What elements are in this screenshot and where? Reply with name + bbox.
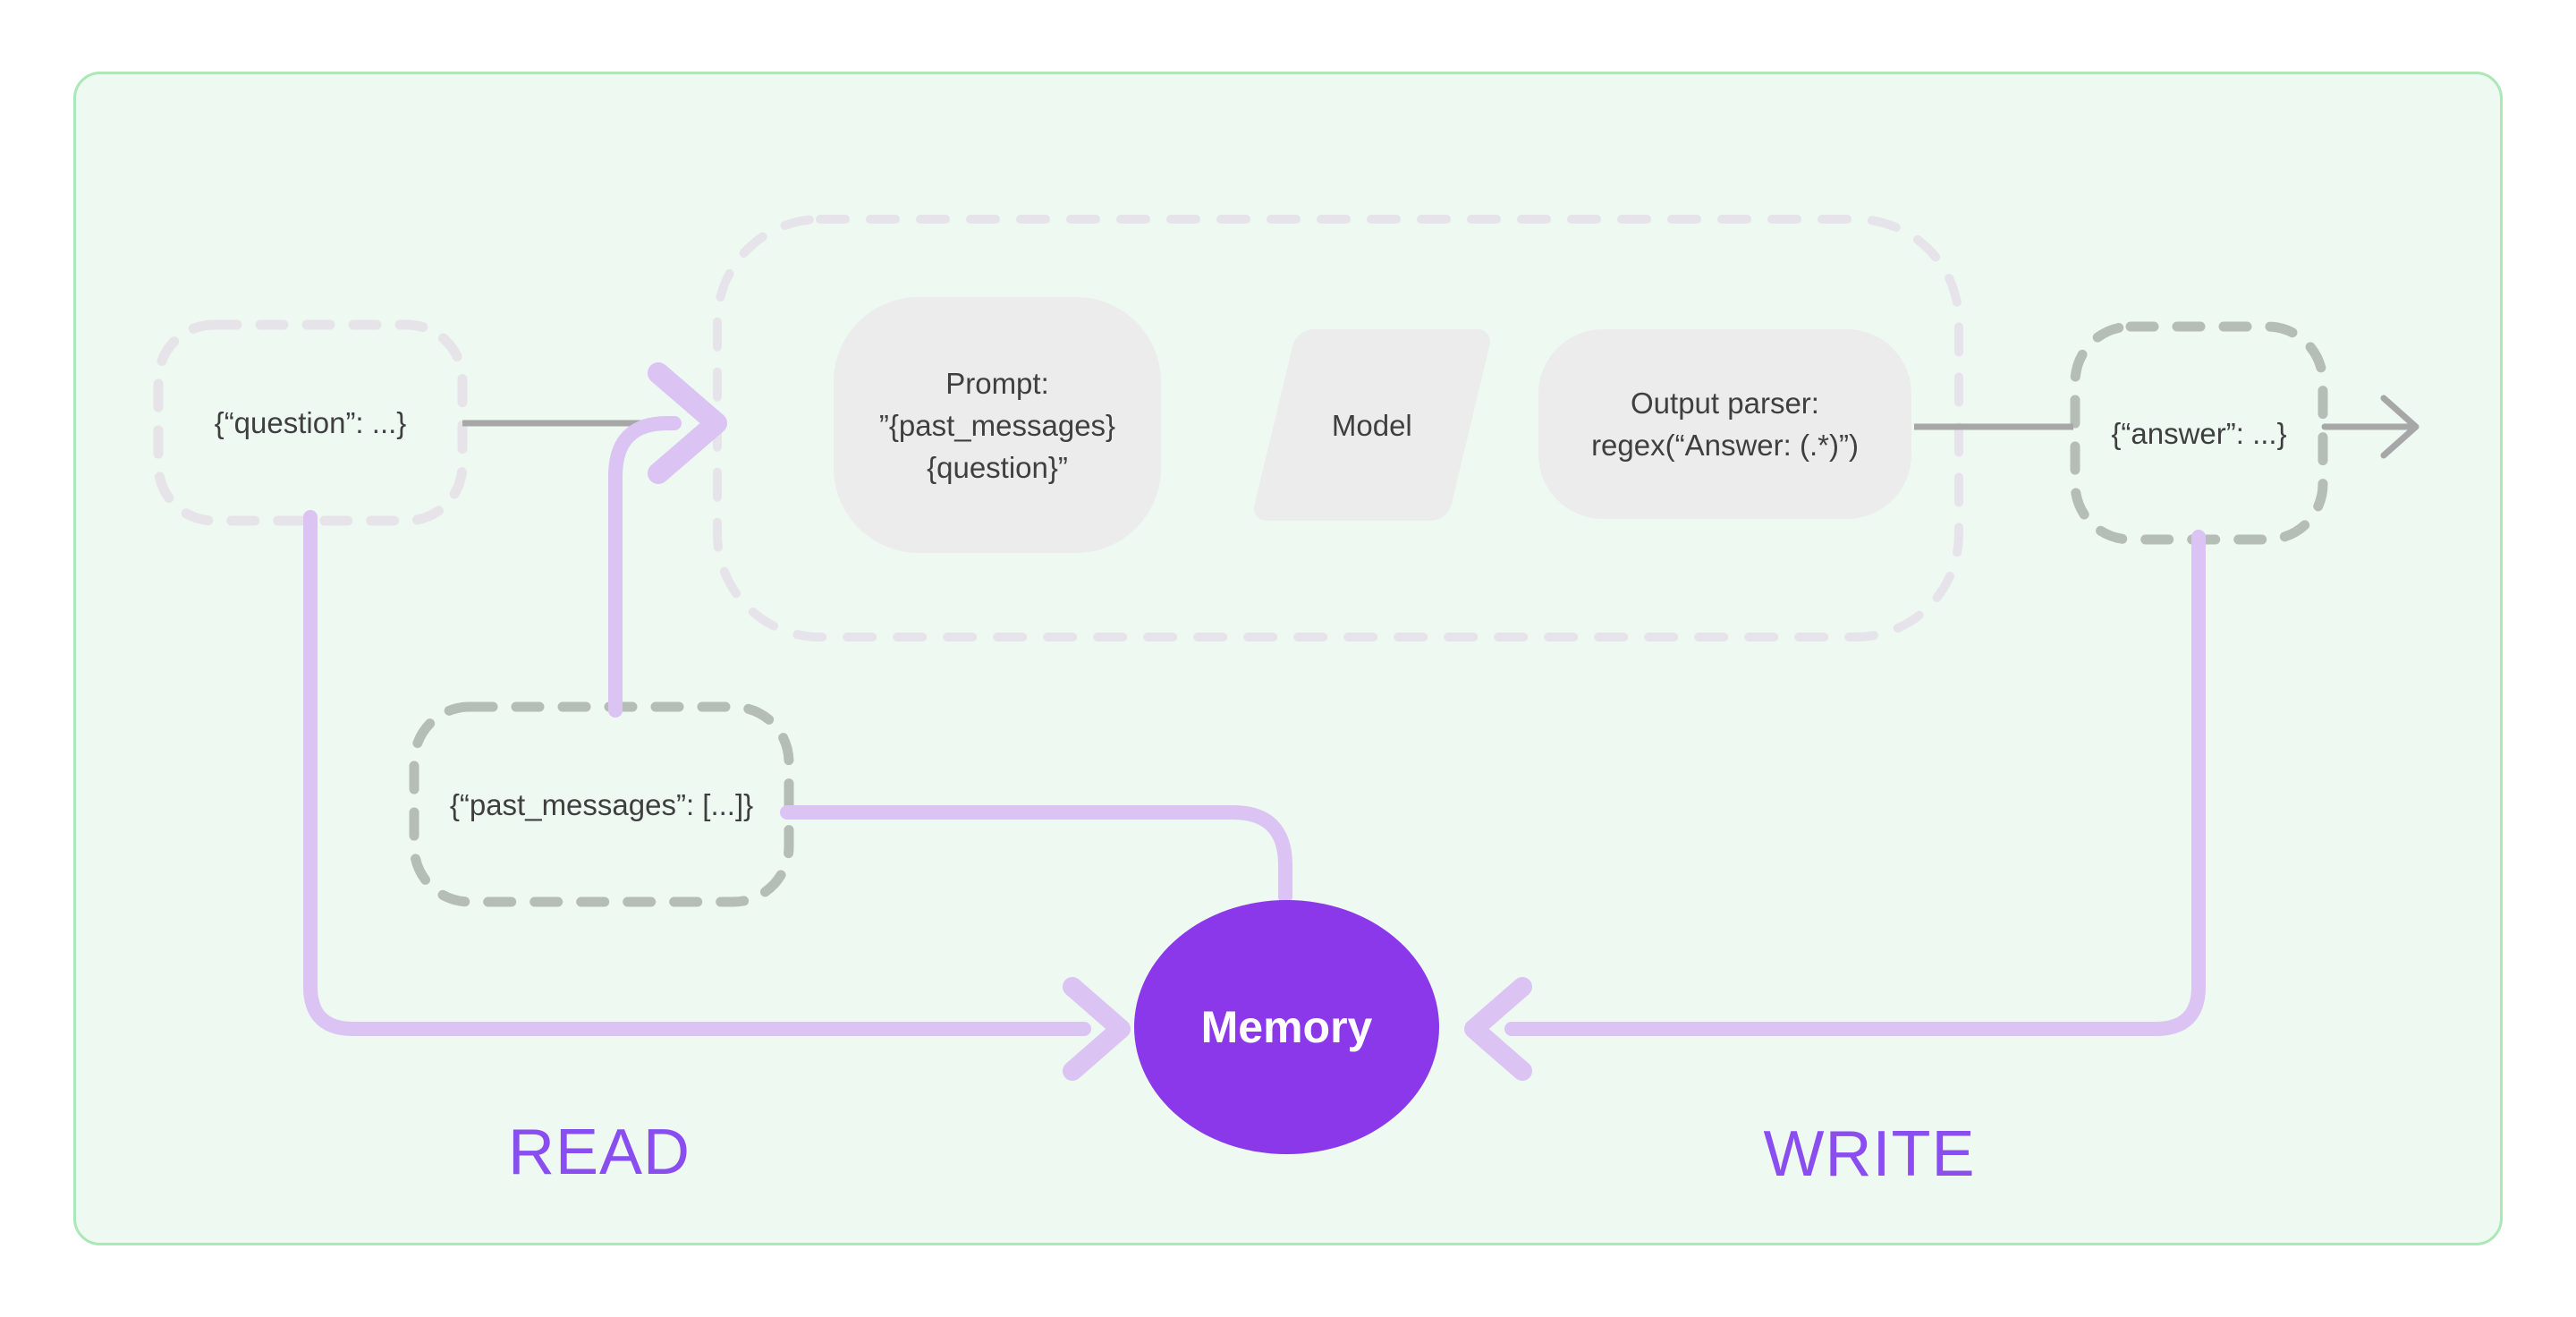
- question-to-memory-arrowhead: [1063, 977, 1131, 1081]
- question-node: {“question”: ...}: [158, 325, 462, 521]
- past-messages-node: {“past_messages”: [...]}: [414, 707, 789, 902]
- prompt-node-line: ”{past_messages}: [878, 408, 1116, 442]
- question-node-label: {“question”: ...}: [214, 406, 407, 439]
- past-messages-node-label: {“past_messages”: [...]}: [449, 787, 754, 821]
- answer-output-arrowhead: [2380, 395, 2419, 459]
- answer-node: {“answer”: ...}: [2075, 327, 2323, 540]
- model-node-label: Model: [1332, 408, 1412, 442]
- question-to-memory-connector: [303, 510, 1091, 1036]
- answer-node-label: {“answer”: ...}: [2111, 416, 2287, 450]
- memory-node-label: Memory: [1200, 1002, 1373, 1052]
- prompt-node: Prompt: ”{past_messages} {question}”: [834, 297, 1161, 553]
- read-annotation-text: READ: [507, 1117, 691, 1188]
- read-annotation: READ: [483, 1117, 716, 1188]
- prompt-node-line: {question}”: [927, 450, 1068, 484]
- output-parser-node-line: regex(“Answer: (.*)”): [1591, 429, 1859, 462]
- answer-to-memory-connector: [1504, 530, 2206, 1036]
- past-messages-to-prompt-arrowhead: [648, 362, 727, 484]
- memory-node: Memory: [1134, 900, 1439, 1154]
- answer-to-memory-arrowhead: [1464, 977, 1532, 1081]
- write-annotation-text: WRITE: [1763, 1118, 1976, 1190]
- past-messages-to-prompt-connector: [608, 416, 682, 718]
- output-parser-node: Output parser: regex(“Answer: (.*)”): [1538, 329, 1911, 519]
- write-annotation: WRITE: [1753, 1118, 1986, 1190]
- output-parser-node-line: Output parser:: [1631, 387, 1819, 420]
- past-messages-to-memory-connector: [780, 805, 1292, 904]
- prompt-node-line: Prompt:: [945, 366, 1049, 400]
- past-messages-node-outline: [409, 701, 794, 907]
